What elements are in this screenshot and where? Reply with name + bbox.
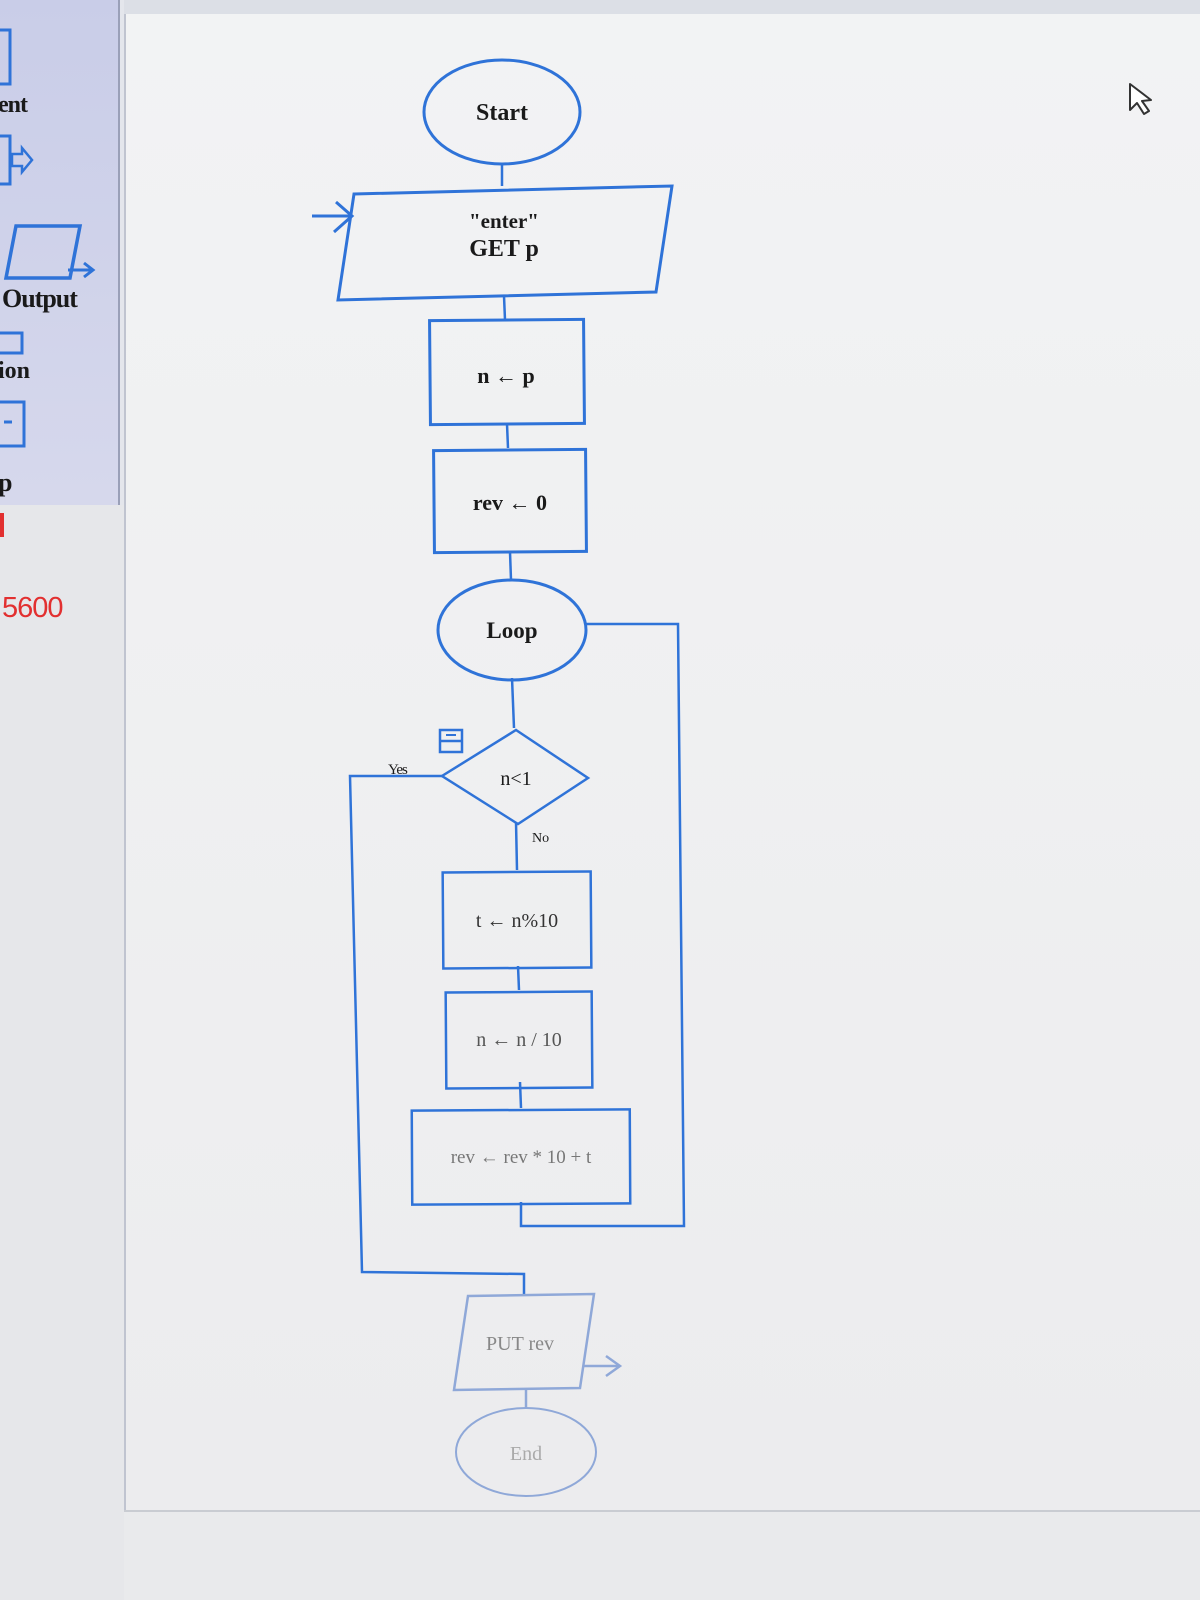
symbol-palette: ent Output ion p (0, 0, 120, 505)
start-terminal[interactable] (422, 58, 582, 166)
bottom-scroll-strip[interactable] (124, 1510, 1200, 1600)
mouse-cursor-icon (1129, 83, 1152, 115)
palette-info-panel (0, 505, 125, 1600)
input-prompt-label: "enter" (469, 209, 539, 233)
assign-n-block[interactable] (428, 317, 586, 427)
start-label: Start (476, 100, 528, 126)
palette-label-statement[interactable]: ent (0, 92, 28, 118)
loop-label: Loop (486, 618, 537, 643)
palette-top-icon[interactable] (0, 28, 14, 88)
loop-icon[interactable] (0, 398, 30, 452)
collapse-icon[interactable] (438, 728, 464, 754)
selection-icon[interactable] (0, 330, 30, 358)
output-label: PUT rev (486, 1333, 554, 1355)
assign-rev-block[interactable] (432, 447, 588, 555)
connector-lines (348, 164, 686, 1408)
output-icon[interactable] (0, 222, 100, 284)
assign-rev-calc-block[interactable] (410, 1108, 632, 1206)
no-label: No (532, 831, 549, 846)
assign-rev-label: rev ← 0 (473, 490, 547, 515)
input-block[interactable] (336, 184, 674, 302)
assign-n-label: n ← p (477, 363, 534, 388)
decision-diamond[interactable] (439, 728, 591, 826)
end-terminal[interactable] (455, 1407, 597, 1497)
assign-n-div-label: n ← n / 10 (476, 1029, 562, 1051)
output-arrow-icon (584, 1354, 623, 1378)
yes-label: Yes (388, 762, 408, 778)
palette-label-output[interactable]: Output (2, 284, 78, 313)
input-arrow-icon (312, 200, 355, 234)
palette-label-loop[interactable]: p (0, 468, 13, 497)
assignment-icon[interactable] (0, 132, 40, 188)
flowchart-canvas[interactable] (124, 14, 1200, 1514)
assign-t-block[interactable] (441, 870, 593, 970)
assign-rev-calc-label: rev ← rev * 10 + t (451, 1147, 592, 1168)
counter-value: 5600 (2, 592, 64, 624)
palette-label-selection[interactable]: ion (0, 358, 31, 384)
assign-n-div-block[interactable] (444, 990, 594, 1090)
assign-t-label: t ← n%10 (476, 910, 558, 932)
input-get-label: GET p (469, 236, 539, 262)
output-block[interactable] (452, 1292, 596, 1392)
loop-node[interactable] (436, 578, 588, 682)
end-label: End (510, 1443, 542, 1465)
condition-label: n<1 (500, 768, 531, 790)
selection-marker-icon (0, 513, 4, 537)
